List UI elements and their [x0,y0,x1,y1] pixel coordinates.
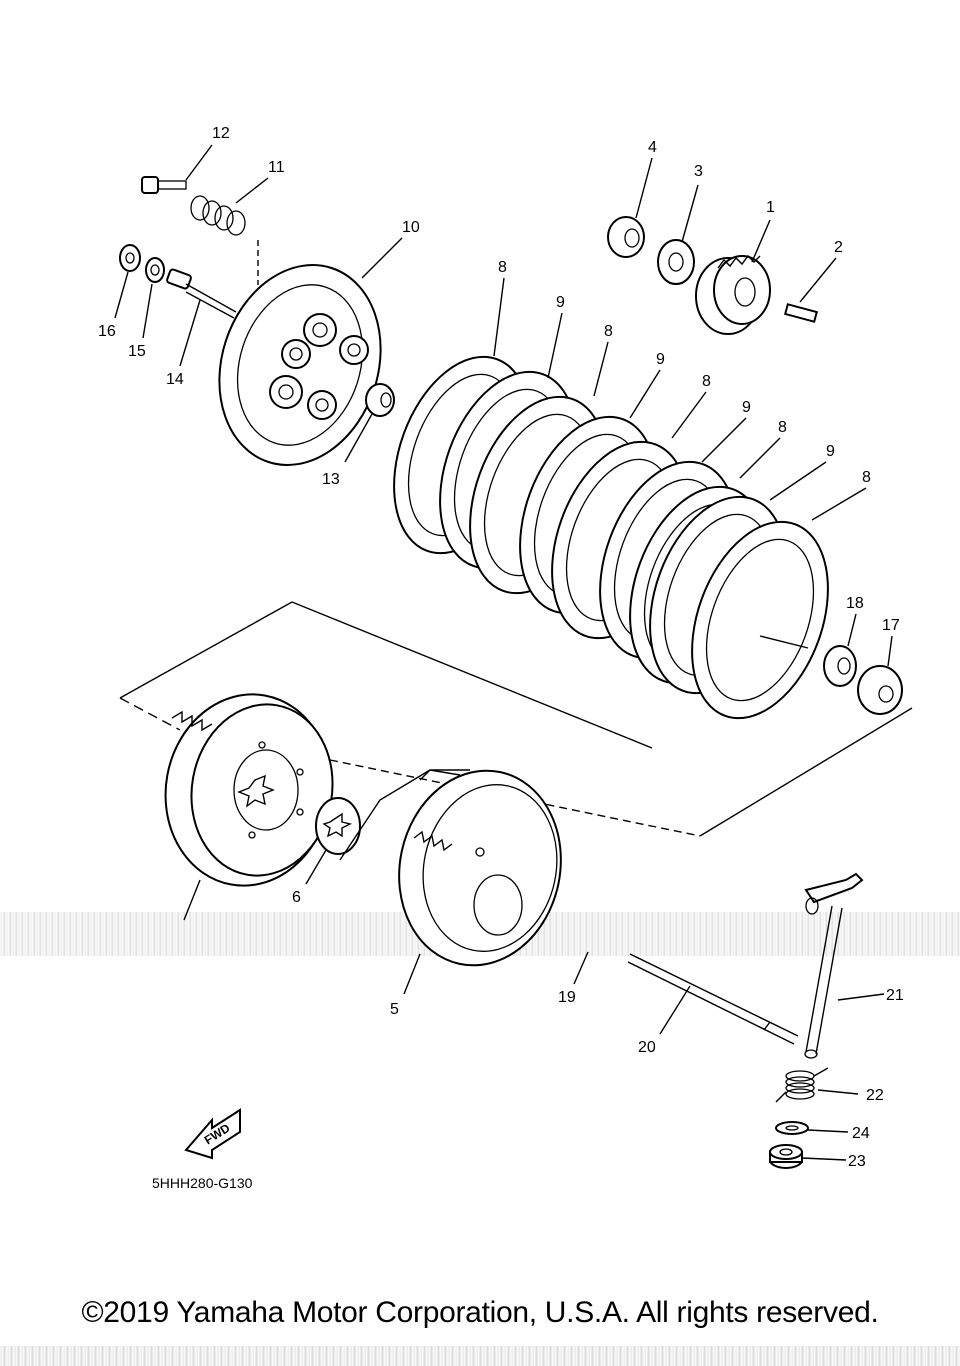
callout-9: 9 [556,294,565,311]
part-3-washer [657,184,699,285]
part-2-key [783,257,837,323]
part-22-spring [775,1067,859,1103]
callout-15: 15 [128,343,146,360]
callout-4: 4 [648,139,657,156]
callout-8: 8 [498,259,507,276]
part-16-nut [114,244,141,319]
callout-13: 13 [322,471,340,488]
part-21-push-lever-shaft [804,872,885,1059]
part-17-lock-washer [857,635,903,715]
part-12-bolt [141,144,213,194]
part-5-clutch-housing [339,769,562,995]
callout-11: 11 [268,159,285,176]
fwd-arrow-icon: FWD [184,1108,241,1160]
callout-10: 10 [402,219,420,236]
callout-18: 18 [846,595,864,612]
callout-3: 3 [694,163,703,180]
clutch-plate-stack [393,277,867,720]
callout-12: 12 [212,125,230,142]
callout-8: 8 [778,419,787,436]
callout-16: 16 [98,323,116,340]
callout-24: 24 [852,1125,870,1142]
part-14-push-rod [166,268,237,367]
copyright-notice: ©2019 Yamaha Motor Corporation, U.S.A. A… [81,1296,879,1329]
part-23-oil-seal [769,1144,847,1169]
part-4-nut [607,157,653,258]
callout-9: 9 [656,351,665,368]
part-24-washer [775,1121,849,1135]
bottom-scan-noise [0,1346,960,1366]
part-1-primary-drive-gear [695,219,771,335]
part-13-bearing [344,383,395,463]
callout-8: 8 [862,469,871,486]
callout-2: 2 [834,239,843,256]
callout-5: 5 [390,1001,399,1018]
part-11-spring [190,177,269,285]
part-10-pressure-plate [218,237,403,466]
clutch-boss [164,693,334,921]
callout-17: 17 [882,617,900,634]
callout-6: 6 [292,889,301,906]
part-19-leader [573,951,589,985]
callout-14: 14 [166,371,184,388]
callout-23: 23 [848,1153,866,1170]
callout-19: 19 [558,989,576,1006]
part-6-thrust-washer [305,797,361,885]
callout-20: 20 [638,1039,656,1056]
callout-9: 9 [826,443,835,460]
callout-21: 21 [886,987,904,1004]
diagram-code: 5HHH280-G130 [152,1175,253,1191]
callout-labels: 12 11 10 16 15 14 13 4 3 1 2 8 9 8 9 8 9… [98,125,904,1191]
callout-8: 8 [702,373,711,390]
part-15-washer [142,257,165,339]
callout-22: 22 [866,1087,884,1104]
callout-1: 1 [766,199,775,216]
part-20-push-rod [627,953,799,1045]
callout-8: 8 [604,323,613,340]
callout-9: 9 [742,399,751,416]
part-18-nut [823,613,857,687]
